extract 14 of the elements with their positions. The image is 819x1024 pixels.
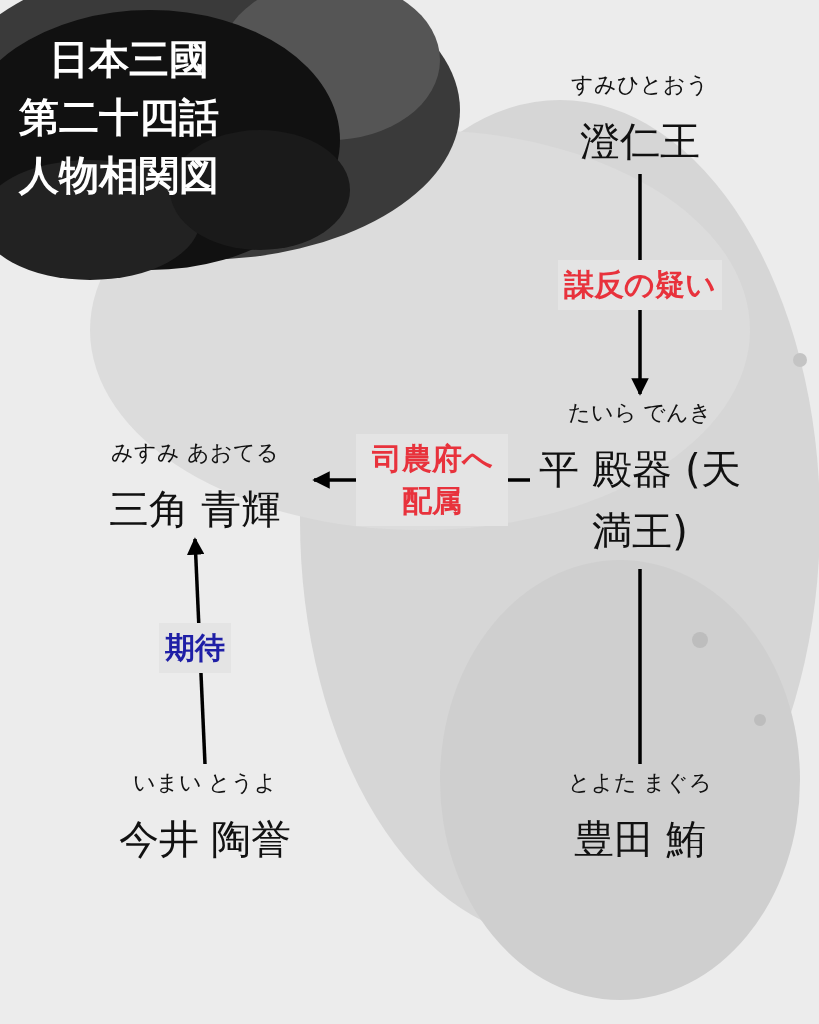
furigana: すみひとおう bbox=[571, 71, 709, 99]
furigana: みすみ あおてる bbox=[111, 439, 279, 467]
character-name: 澄仁王 bbox=[580, 117, 700, 166]
character-name: 今井 陶誉 bbox=[118, 815, 292, 864]
title: 日本三國第二十四話人物相関図 bbox=[18, 35, 220, 200]
edge-label: 謀反の疑い bbox=[558, 260, 722, 310]
edge-label: 期待 bbox=[159, 623, 231, 673]
furigana: いまい とうよ bbox=[132, 769, 278, 797]
character-name: 豊田 鮪 bbox=[573, 815, 707, 864]
edge-label: 司農府へ配属 bbox=[356, 434, 508, 526]
furigana: たいら でんき bbox=[567, 399, 713, 427]
furigana: とよた まぐろ bbox=[567, 769, 713, 797]
character-name: 平 殿器 (天満王) bbox=[538, 445, 742, 556]
character-name: 三角 青輝 bbox=[108, 485, 282, 534]
